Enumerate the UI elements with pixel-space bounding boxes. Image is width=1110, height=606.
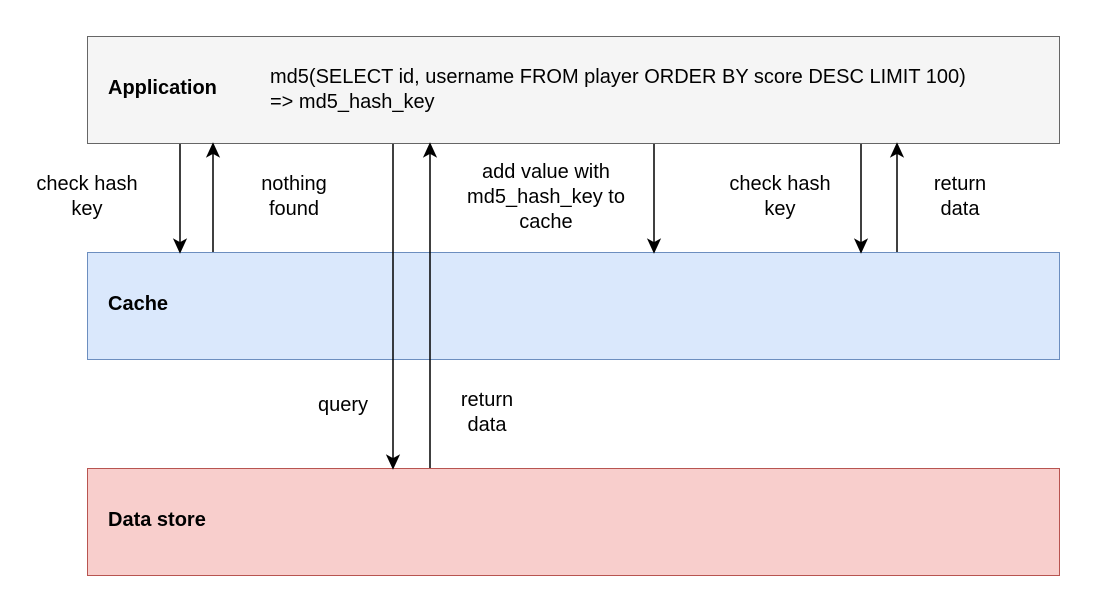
application-box: Application md5(SELECT id, username FROM… (87, 36, 1060, 144)
data-store-title: Data store (108, 509, 206, 531)
cache-box: Cache (87, 252, 1060, 360)
arrow-nothing-found (205, 142, 221, 252)
arrow-return-data-store (422, 142, 438, 468)
data-store-box: Data store (87, 468, 1060, 576)
arrow-query (385, 144, 401, 470)
label-return-data-store: return data (460, 389, 514, 436)
label-check-hash-key-1: check hash key (36, 173, 138, 220)
label-return-data-cache: return data (933, 173, 987, 220)
label-check-hash-key-2: check hash key (729, 173, 831, 220)
arrow-check-hash-key-1 (172, 144, 188, 254)
arrow-add-value (646, 144, 662, 254)
label-nothing-found: nothing found (261, 173, 327, 220)
label-query: query (317, 394, 369, 416)
application-hash-note: md5(SELECT id, username FROM player ORDE… (270, 66, 966, 113)
arrow-return-data-cache (889, 142, 905, 252)
application-title: Application (108, 77, 217, 99)
cache-title: Cache (108, 293, 169, 315)
arrow-check-hash-key-2 (853, 144, 869, 254)
label-add-value: add value with md5_hash_key to cache (467, 161, 625, 233)
